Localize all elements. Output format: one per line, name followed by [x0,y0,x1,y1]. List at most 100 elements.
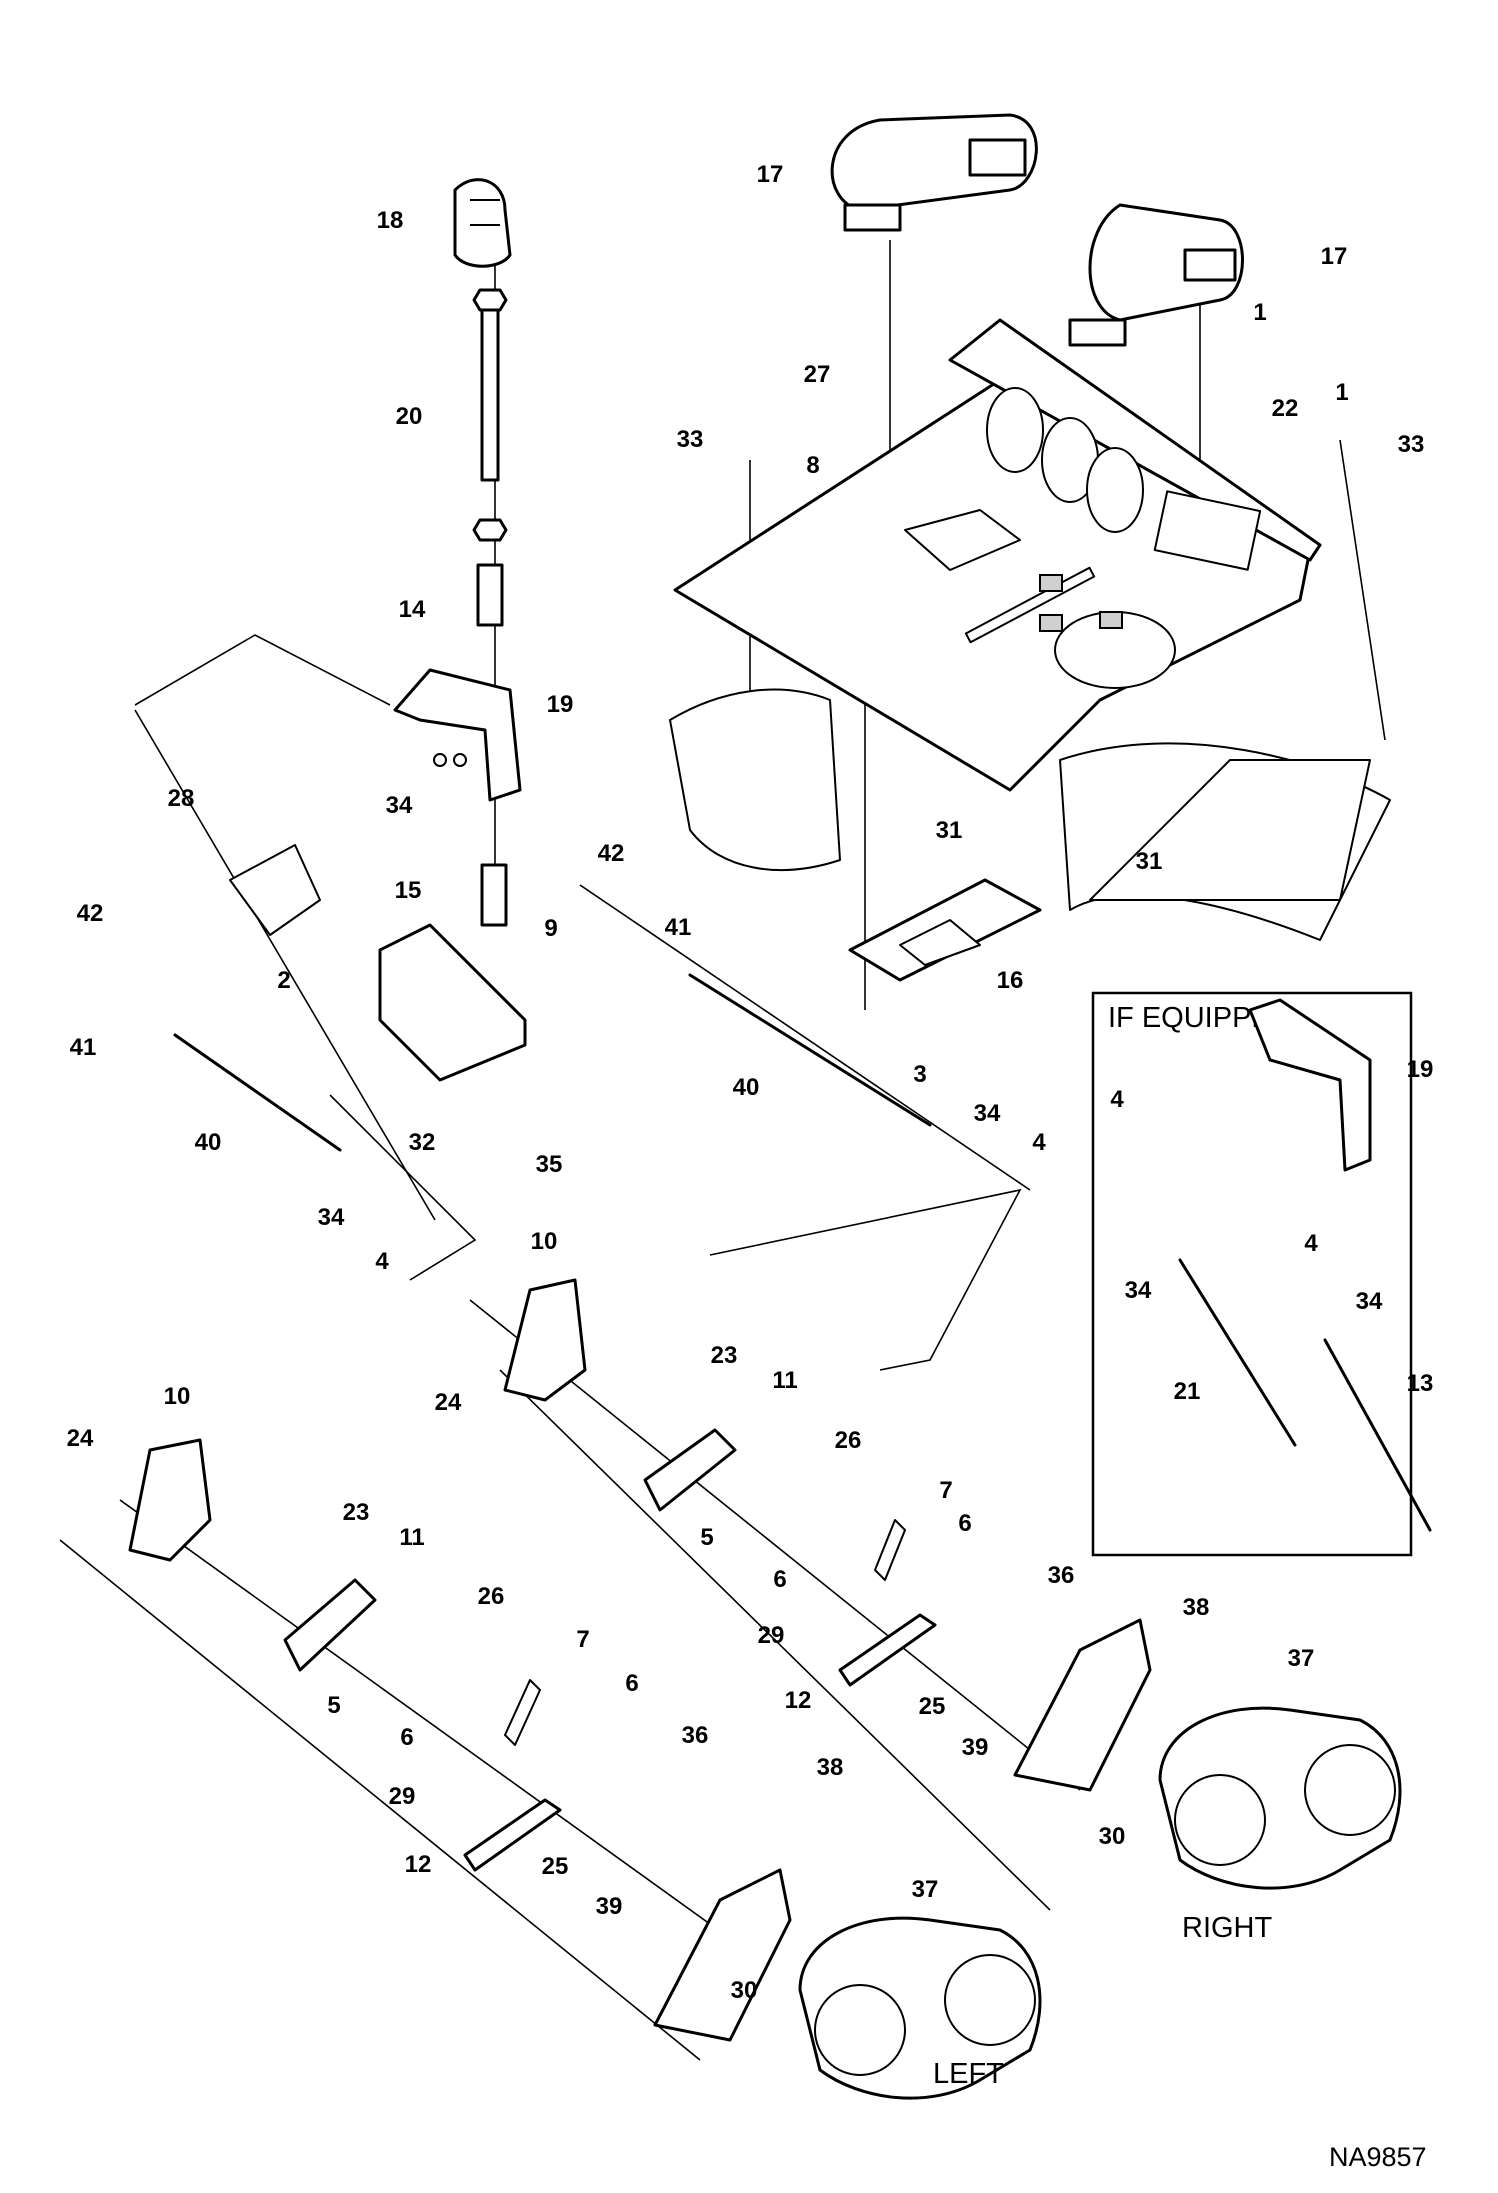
gasket-28 [229,844,321,936]
callout-number: 22 [1272,395,1299,422]
callout-number: 21 [1174,1378,1201,1405]
callout-number: 30 [1099,1823,1126,1850]
callout-number: 4 [375,1248,389,1275]
callout-number: 41 [70,1034,97,1061]
callout-number: 28 [168,785,195,812]
callout-number: 6 [958,1510,971,1537]
callout-number: 17 [1321,243,1348,270]
inset-if-equipped: IF EQUIPPED [1091,991,1432,1557]
link-11-right [643,1428,737,1512]
label-left: LEFT [933,2058,1004,2090]
hand-grip-left [830,113,1038,232]
callout-number: 24 [67,1425,94,1452]
control-panel-plate [673,318,1322,792]
callout-number: 20 [396,403,423,430]
drawing-id: NA9857 [1329,2142,1427,2172]
link-11-left [283,1578,377,1672]
callout-number: 4 [1304,1230,1318,1257]
callout-number: 34 [974,1100,1001,1127]
callout-number: 15 [395,877,422,904]
spring-7-right [874,1519,906,1581]
callout-number: 34 [1125,1277,1152,1304]
callout-number: 3 [913,1061,926,1088]
callout-number: 38 [817,1754,844,1781]
control-rod-40-right [688,973,932,1127]
pivot-9 [480,863,508,927]
arm-12-left [463,1798,562,1872]
callout-number: 1 [1253,299,1266,326]
control-rod-40-left [173,1033,342,1152]
callout-number: 2 [277,967,290,994]
callout-number: 19 [1407,1056,1434,1083]
callout-number: 14 [399,596,426,623]
control-bracket-19 [393,668,522,802]
threaded-rod-20 [472,288,508,627]
callout-number: 7 [939,1477,952,1504]
callout-number: 37 [1288,1645,1315,1672]
callout-number: 11 [399,1524,424,1551]
callout-number: 12 [405,1851,432,1878]
lever-10-left [128,1438,212,1562]
callout-number: 33 [1398,431,1425,458]
callout-number: 39 [962,1734,989,1761]
callout-number: 34 [318,1204,345,1231]
callout-number: 31 [936,817,963,844]
callout-number: 37 [912,1876,939,1903]
callout-number: 4 [1110,1086,1124,1113]
callout-number: 13 [1407,1370,1434,1397]
callout-number: 31 [1136,848,1163,875]
callout-number: 6 [400,1724,413,1751]
callout-number: 35 [536,1151,563,1178]
callout-number: 38 [1183,1594,1210,1621]
plate-38-left [653,1868,792,2042]
callout-number: 18 [377,207,404,234]
mount-bracket-15 [378,923,527,1082]
callout-number: 36 [1048,1562,1075,1589]
spring-7-left [504,1679,541,1746]
callout-number: 32 [409,1129,436,1156]
lever-10-right [503,1278,587,1402]
callout-number: 10 [164,1383,191,1410]
callout-number: 6 [625,1670,638,1697]
callout-number: 33 [677,426,704,453]
hydrostatic-pump-left [798,1916,1042,2100]
callout-number: 40 [733,1074,760,1101]
callout-number: 5 [700,1524,713,1551]
plate-38-right [1013,1618,1152,1792]
callout-number: 10 [531,1228,558,1255]
callout-number: 26 [835,1427,862,1454]
dash-panel-16 [848,878,1042,982]
callout-number: 23 [343,1499,370,1526]
callout-number: 42 [598,840,625,867]
callout-number: 16 [997,967,1024,994]
callout-number: 7 [576,1626,589,1653]
callout-number: 6 [773,1566,786,1593]
drive-shaft-ghost [669,688,1391,941]
control-handle-18 [453,178,512,268]
callout-number: 41 [665,914,692,941]
callout-number: 5 [327,1692,340,1719]
callout-number: 19 [547,691,574,718]
callout-number: 40 [195,1129,222,1156]
callout-number: 11 [772,1367,797,1394]
assembly-lines [59,205,1386,2061]
callout-number: 1 [1335,379,1348,406]
label-right: RIGHT [1182,1912,1273,1944]
callout-number: 26 [478,1583,505,1610]
hydrostatic-pump-right [1158,1706,1402,1890]
hand-grip-right [1068,203,1244,347]
callout-number: 39 [596,1893,623,1920]
callout-number: 29 [389,1783,416,1810]
callout-number: 36 [682,1722,709,1749]
callout-number: 25 [542,1853,569,1880]
callout-number: 23 [711,1342,738,1369]
callout-number: 27 [804,361,831,388]
callout-number: 29 [758,1622,785,1649]
callout-number: 42 [77,900,104,927]
callout-number: 24 [435,1389,462,1416]
callout-number: 30 [731,1977,758,2004]
callout-number: 4 [1032,1129,1046,1156]
callout-number: 25 [919,1693,946,1720]
arm-12-right [838,1613,937,1687]
callout-number: 17 [757,161,784,188]
